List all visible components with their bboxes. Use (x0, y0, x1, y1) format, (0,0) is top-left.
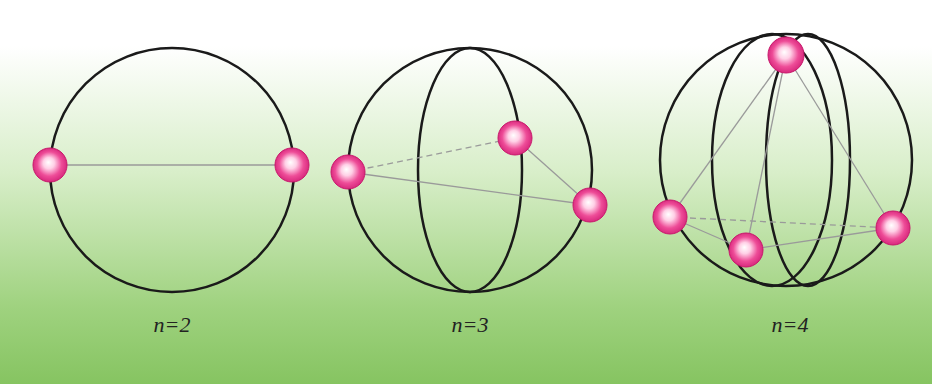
pair-ball (275, 148, 309, 182)
bond-line (348, 138, 515, 172)
sphere-outline (660, 34, 912, 286)
bond-line (348, 172, 590, 205)
bond-line (50, 164, 292, 165)
pair-ball (768, 37, 804, 73)
pair-ball (876, 211, 910, 245)
count-label: n=2 (154, 312, 191, 338)
pair-ball (498, 121, 532, 155)
bond-line (746, 228, 893, 250)
pair-ball (729, 233, 763, 267)
pair-ball (573, 188, 607, 222)
sphere-outline (348, 48, 592, 292)
sphere-outline (50, 48, 294, 292)
meridian (418, 48, 522, 292)
count-label: n=4 (772, 312, 809, 338)
count-label: n=3 (452, 312, 489, 338)
bond-line (670, 55, 786, 217)
bond-line (670, 217, 893, 228)
pair-ball (331, 155, 365, 189)
meridian (712, 34, 832, 286)
bond-line (786, 55, 893, 228)
meridian (766, 34, 850, 286)
pair-ball (33, 148, 67, 182)
pair-ball (653, 200, 687, 234)
